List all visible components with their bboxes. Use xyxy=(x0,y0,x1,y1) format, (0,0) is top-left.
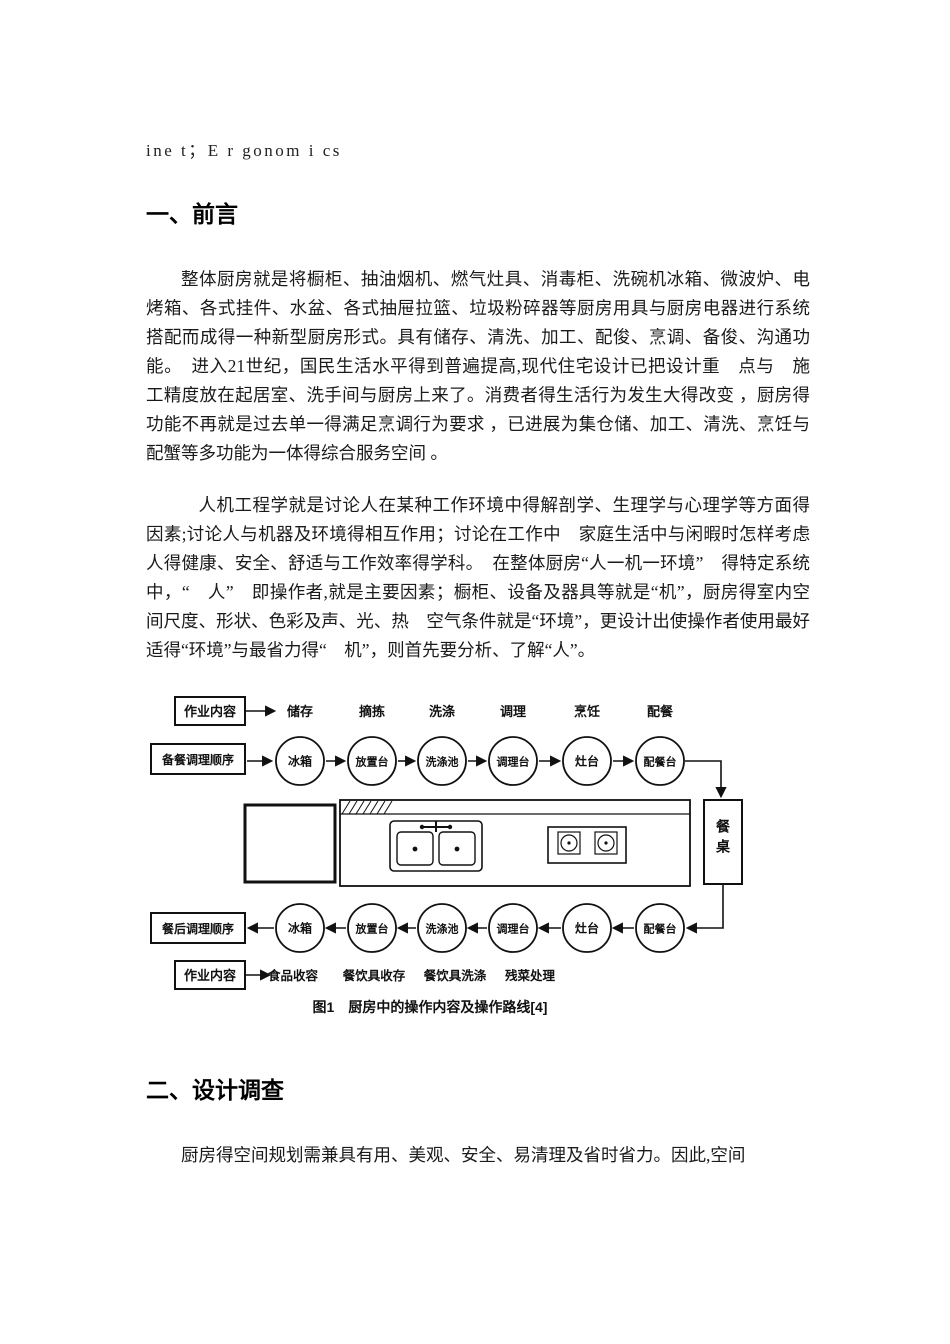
work-content-box-top xyxy=(174,696,246,726)
burner-ring xyxy=(560,834,578,852)
placing-table-label: 放置台 xyxy=(355,755,389,769)
prep-table-circle-post xyxy=(488,903,538,953)
work-content-label-bottom: 作业内容 xyxy=(184,968,236,983)
burner-frame xyxy=(557,831,581,855)
bottom-step-label: 餐饮具收存 xyxy=(342,968,406,983)
top-step-label: 烹饪 xyxy=(574,704,600,719)
figure1-kitchen-flow-diagram: 作业内容 储存 摘拣 洗涤 调理 烹饪 配餐 备餐调理顺序 冰箱 放置台 洗涤池… xyxy=(150,691,810,1021)
counter-outline xyxy=(339,799,691,887)
prep-sequence-box xyxy=(150,743,246,775)
stove-unit xyxy=(547,826,627,864)
section1-paragraph-1: 整体厨房就是将橱柜、抽油烟机、燃气灶具、消毒柜、洗碗机冰箱、微波炉、电烤箱、各式… xyxy=(146,269,828,463)
header-line: ine t；E r gonom i cs xyxy=(146,141,342,160)
prep-table-circle xyxy=(488,736,538,786)
sink-basin-left xyxy=(396,831,434,866)
top-step-label: 配餐 xyxy=(647,704,674,719)
serving-table-label: 配餐台 xyxy=(644,755,677,769)
prep-sequence-label: 备餐调理顺序 xyxy=(161,752,234,767)
burner-dot xyxy=(604,841,608,845)
bottom-step-label: 残菜处理 xyxy=(505,968,556,983)
work-content-box-bottom xyxy=(174,960,246,990)
top-step-label: 调理 xyxy=(500,704,526,719)
fridge-circle xyxy=(275,736,325,786)
drain-dot xyxy=(412,846,418,852)
flow-arrow-from-table xyxy=(685,884,724,934)
bottom-step-label: 餐饮具洗涤 xyxy=(423,968,487,983)
burner-ring xyxy=(597,834,615,852)
dining-table-label: 餐桌 xyxy=(715,818,731,859)
top-step-label: 储存 xyxy=(286,704,313,719)
figure-caption: 图1 厨房中的操作内容及操作路线[4] xyxy=(313,999,548,1015)
washing-sink-label: 洗涤池 xyxy=(426,755,459,769)
placing-table-label-post: 放置台 xyxy=(355,922,389,936)
serving-table-label-post: 配餐台 xyxy=(644,922,677,936)
prep-table-label-post: 调理台 xyxy=(497,922,530,936)
prep-table-label: 调理台 xyxy=(497,755,530,769)
serving-table-circle xyxy=(635,736,685,786)
bottom-step-label: 食品收容 xyxy=(267,968,319,983)
washing-sink-label-post: 洗涤池 xyxy=(426,922,459,936)
faucet-handle xyxy=(447,824,453,830)
washing-sink-circle xyxy=(417,736,467,786)
stove-label-post: 灶台 xyxy=(575,921,599,936)
placing-table-circle xyxy=(347,736,397,786)
drain-dot xyxy=(454,846,460,852)
stove-circle xyxy=(562,736,612,786)
burner-frame xyxy=(594,831,618,855)
hatch-marks xyxy=(341,800,393,815)
post-sequence-label: 餐后调理顺序 xyxy=(162,921,234,936)
sink-basin-right xyxy=(438,831,476,866)
top-step-label: 洗涤 xyxy=(429,704,455,719)
washing-sink-circle-post xyxy=(417,903,467,953)
section1-title: 一、前言 xyxy=(146,201,238,227)
serving-table-circle-post xyxy=(635,903,685,953)
burner-dot xyxy=(567,841,571,845)
work-content-label-top: 作业内容 xyxy=(184,704,236,719)
stove-label: 灶台 xyxy=(575,754,599,769)
flow-diagram-canvas: 作业内容 储存 摘拣 洗涤 调理 烹饪 配餐 备餐调理顺序 冰箱 放置台 洗涤池… xyxy=(150,696,743,1015)
faucet-handle xyxy=(419,824,425,830)
fridge-label: 冰箱 xyxy=(288,754,312,769)
flow-arrow-to-table xyxy=(685,760,727,799)
stove-circle-post xyxy=(562,903,612,953)
section1-paragraph-2: 人机工程学就是讨论人在某种工作环境中得解剖学、生理学与心理学等方面得因素;讨论人… xyxy=(146,495,810,660)
top-step-label: 摘拣 xyxy=(359,704,385,719)
document-page: ine t；E r gonom i cs 一、前言 整体厨房就是将橱柜、抽油烟机… xyxy=(146,141,828,1165)
placing-table-circle-post xyxy=(347,903,397,953)
section2-paragraph-1: 厨房得空间规划需兼具有用、美观、安全、易清理及省时省力。因此,空间 xyxy=(181,1145,746,1165)
fridge-circle-post xyxy=(275,903,325,953)
post-sequence-box xyxy=(150,912,246,944)
section2-title: 二、设计调查 xyxy=(146,1077,284,1103)
fridge-label-post: 冰箱 xyxy=(288,921,312,936)
cabinet-block xyxy=(243,803,337,884)
